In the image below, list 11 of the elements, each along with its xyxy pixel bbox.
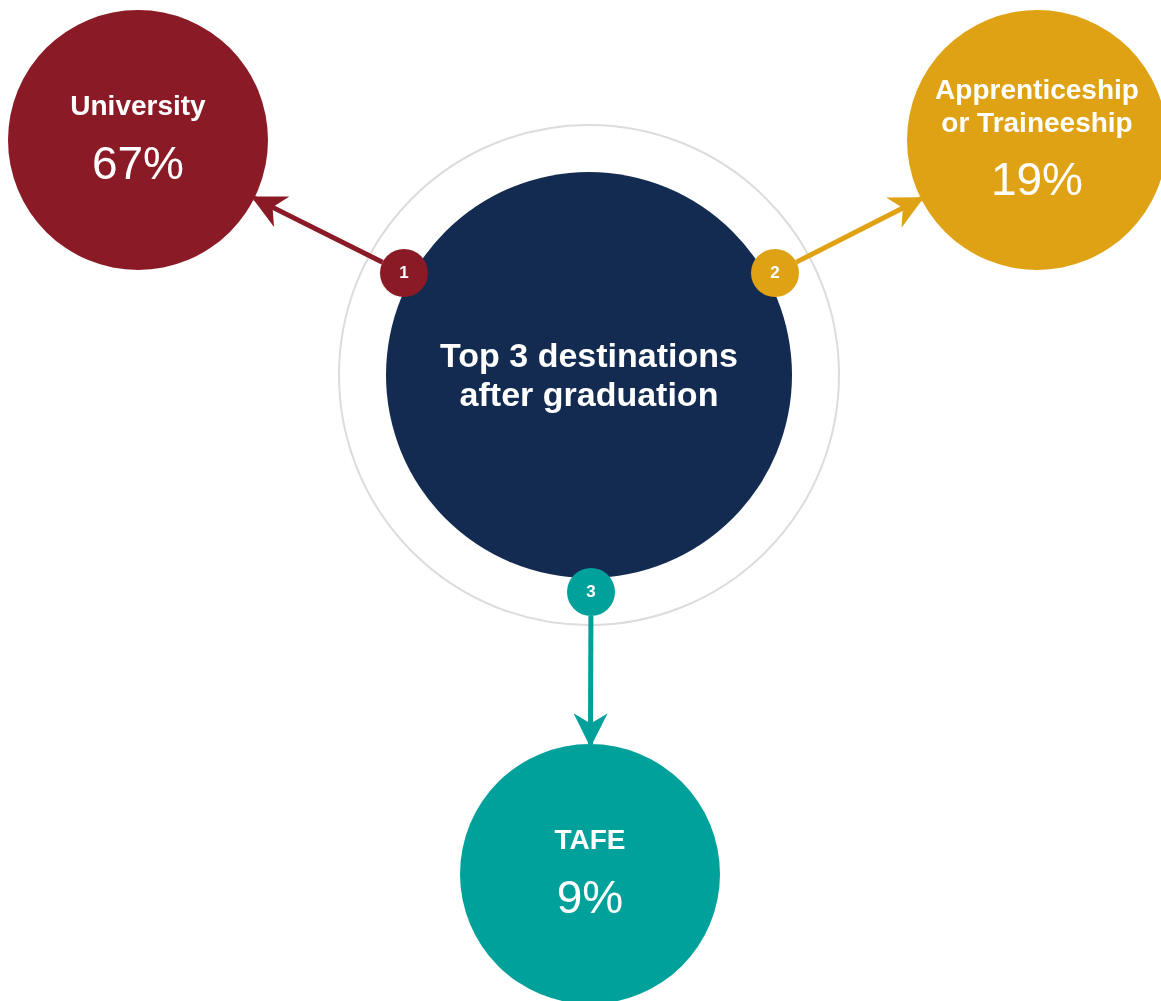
percentage-value: 9% (556, 870, 624, 924)
destination-label: University (70, 90, 206, 123)
percentage-value: 19% (990, 152, 1084, 206)
arrow (251, 195, 384, 265)
percentage-value: 67% (91, 136, 185, 190)
destination-label: Apprenticeship or Traineeship (934, 74, 1140, 139)
number-badge: 2 (751, 249, 799, 297)
number-badge: 3 (567, 568, 615, 616)
number-badge: 1 (380, 249, 428, 297)
center-title: Top 3 destinations after graduation (439, 335, 739, 415)
destination-label: TAFE (554, 824, 626, 857)
